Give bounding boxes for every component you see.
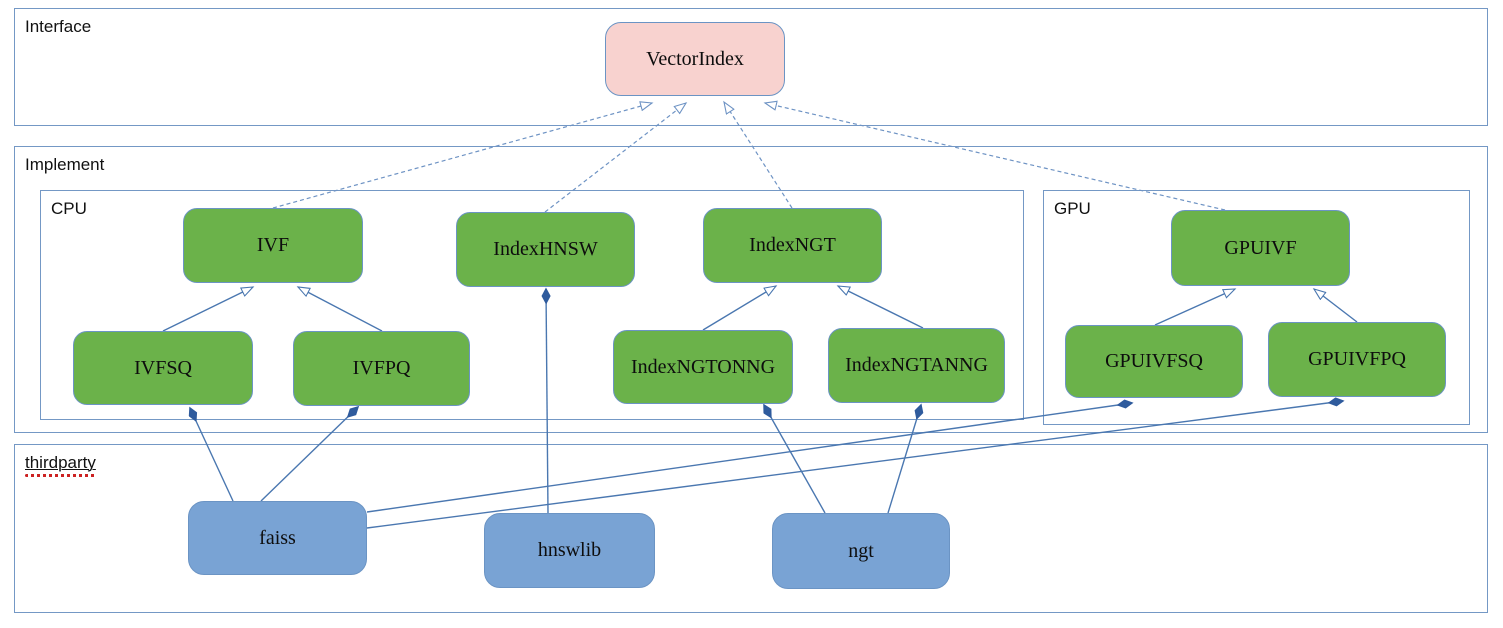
section-cpu-label: CPU [51,199,87,218]
node-gpuivf-label: GPUIVF [1224,236,1297,259]
node-indexhnsw[interactable]: IndexHNSW [456,212,635,287]
node-indexhnsw-label: IndexHNSW [493,238,598,260]
node-indexngtanng-label: IndexNGTANNG [845,354,988,376]
node-vectorindex[interactable]: VectorIndex [605,22,785,96]
node-ngt-label: ngt [848,539,874,562]
node-ivfsq[interactable]: IVFSQ [73,331,253,405]
node-ivf[interactable]: IVF [183,208,363,283]
node-indexngtonng-label: IndexNGTONNG [630,355,776,378]
node-gpuivfsq-label: GPUIVFSQ [1105,350,1203,372]
node-faiss[interactable]: faiss [188,501,367,575]
section-gpu-label: GPU [1054,199,1091,218]
node-gpuivfsq[interactable]: GPUIVFSQ [1065,325,1243,398]
section-implement-label: Implement [25,155,105,174]
node-ivfpq-label: IVFPQ [352,357,411,379]
node-ivf-label: IVF [256,234,290,256]
section-thirdparty-label: thirdparty [25,453,96,477]
node-gpuivfpq[interactable]: GPUIVFPQ [1268,322,1446,397]
node-hnswlib-label: hnswlib [537,539,602,561]
node-hnswlib[interactable]: hnswlib [484,513,655,588]
node-indexngtanng[interactable]: IndexNGTANNG [828,328,1005,403]
node-vectorindex-label: VectorIndex [646,47,744,70]
node-faiss-label: faiss [259,526,296,549]
node-ivfpq[interactable]: IVFPQ [293,331,470,406]
node-gpuivfpq-label: GPUIVFPQ [1308,348,1406,370]
node-indexngtonng[interactable]: IndexNGTONNG [613,330,793,404]
section-interface-label: Interface [25,17,92,36]
node-gpuivf[interactable]: GPUIVF [1171,210,1350,286]
node-indexngt-label: IndexNGT [749,234,836,256]
node-indexngt[interactable]: IndexNGT [703,208,882,283]
node-ivfsq-label: IVFSQ [134,356,192,379]
node-ngt[interactable]: ngt [772,513,950,589]
